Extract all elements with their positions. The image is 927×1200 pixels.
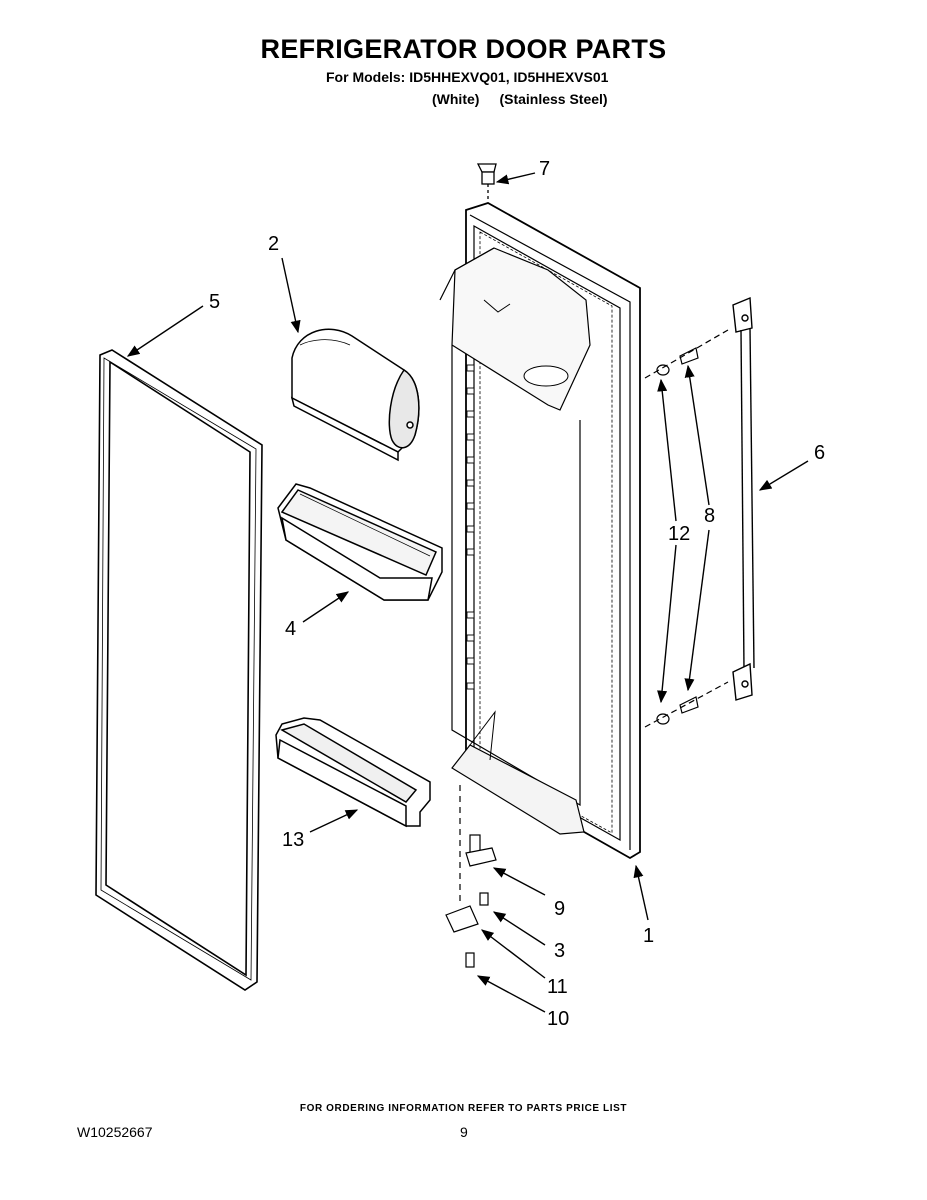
door-assembly: [439, 202, 641, 860]
document-number: W10252667: [77, 1124, 153, 1140]
models-line: For Models: ID5HHEXVQ01, ID5HHEXVS01: [326, 69, 609, 85]
callout-4: 4: [285, 618, 296, 640]
callout-3: 3: [554, 940, 565, 962]
callout-2: 2: [268, 233, 279, 255]
page-title: REFRIGERATOR DOOR PARTS: [260, 34, 667, 64]
lower-hinge-hardware: [445, 785, 497, 968]
callout-8: 8: [704, 505, 715, 527]
door-handle: [732, 296, 755, 701]
variant-stainless: (Stainless Steel): [499, 91, 608, 107]
hinge-plug: [476, 163, 497, 200]
callout-7: 7: [539, 158, 550, 180]
page-number: 9: [460, 1124, 468, 1140]
door-gasket: [95, 349, 263, 991]
callout-5: 5: [209, 291, 220, 313]
door-bin: [277, 483, 443, 601]
callout-6: 6: [814, 442, 825, 464]
callout-13: 13: [282, 829, 304, 851]
variant-white: (White): [432, 91, 480, 107]
handle-fasteners: [644, 329, 729, 728]
model-variants: (White) (Stainless Steel): [432, 91, 608, 107]
callout-11: 11: [547, 976, 568, 998]
callout-1: 1: [643, 925, 654, 947]
ordering-note: FOR ORDERING INFORMATION REFER TO PARTS …: [299, 1103, 628, 1114]
callout-10: 10: [547, 1008, 569, 1030]
callout-numbers: 1 2 3 4 5 6 7 8 9 10 11 12 13: [209, 158, 825, 1030]
callout-12: 12: [668, 523, 690, 545]
shelf-rail: [275, 717, 431, 828]
leader-lines: [126, 172, 809, 1013]
dairy-door: [290, 328, 420, 462]
callout-9: 9: [554, 898, 565, 920]
